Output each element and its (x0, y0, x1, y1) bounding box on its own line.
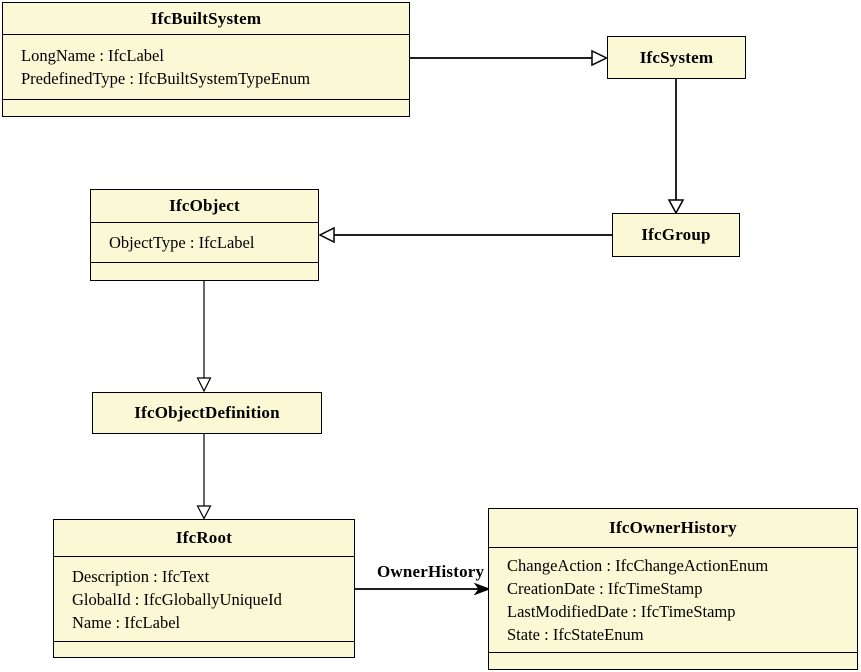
generalization-builtsystem-to-system (410, 49, 609, 67)
association-root-to-ownerhistory (355, 582, 491, 596)
attribute: ChangeAction : IfcChangeActionEnum (507, 556, 769, 575)
attribute: GlobalId : IfcGloballyUniqueId (72, 589, 282, 609)
class-title: IfcRoot (54, 520, 354, 557)
generalization-system-to-group (667, 79, 685, 215)
class-title: IfcOwnerHistory (489, 509, 857, 548)
class-ifcsystem: IfcSystem (607, 36, 746, 79)
empty-compartment (91, 263, 318, 280)
empty-compartment (489, 653, 857, 669)
empty-compartment (54, 642, 354, 657)
attribute: LongName : IfcLabel (21, 46, 164, 65)
attribute: LastModifiedDate : IfcTimeStamp (507, 602, 736, 621)
class-title: IfcSystem (639, 47, 714, 67)
empty-compartment (3, 100, 409, 116)
class-ifcgroup: IfcGroup (612, 213, 740, 257)
class-ifcobject: IfcObject ObjectType : IfcLabel (90, 189, 319, 281)
attribute: CreationDate : IfcTimeStamp (507, 579, 703, 598)
class-attributes: Description : IfcText GlobalId : IfcGlob… (54, 557, 354, 642)
attribute: State : IfcStateEnum (507, 625, 644, 644)
generalization-group-to-object (318, 226, 612, 244)
class-ifcroot: IfcRoot Description : IfcText GlobalId :… (53, 519, 355, 658)
class-attributes: LongName : IfcLabel PredefinedType : Ifc… (3, 35, 409, 100)
class-attributes: ObjectType : IfcLabel (91, 223, 318, 263)
association-label-ownerhistory: OwnerHistory (377, 562, 485, 581)
class-title: IfcGroup (641, 225, 711, 244)
class-attributes: ChangeAction : IfcChangeActionEnum Creat… (489, 548, 857, 653)
class-title: IfcObject (91, 190, 318, 223)
attribute: PredefinedType : IfcBuiltSystemTypeEnum (21, 69, 311, 88)
class-ifcobjectdefinition: IfcObjectDefinition (92, 392, 322, 434)
attribute: Description : IfcText (72, 566, 210, 586)
generalization-objectdefinition-to-root (196, 434, 212, 520)
attribute: Name : IfcLabel (72, 612, 181, 632)
class-title: IfcBuiltSystem (3, 3, 409, 35)
generalization-object-to-objectdefinition (196, 281, 212, 393)
class-title: IfcObjectDefinition (134, 403, 280, 422)
class-ifcownerhistory: IfcOwnerHistory ChangeAction : IfcChange… (488, 508, 858, 670)
attribute: ObjectType : IfcLabel (109, 233, 255, 252)
class-ifcbuiltsystem: IfcBuiltSystem LongName : IfcLabel Prede… (2, 2, 410, 117)
